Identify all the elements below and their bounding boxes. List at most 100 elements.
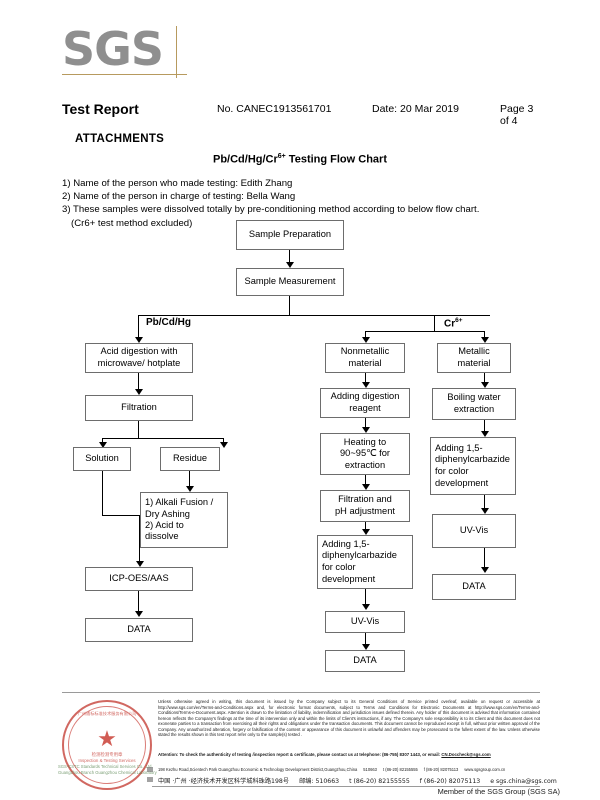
company-seal: 广州通标标准技术服务有限公司 ★ 检测检测专用章 Inspection & Te…: [62, 700, 152, 790]
flow-chart-title-suffix: Testing Flow Chart: [285, 153, 387, 166]
address-line-en: 198 Kezhu Road,Scientech Park Guangzhou …: [158, 767, 540, 772]
arrow-prep-to-measure: [286, 262, 294, 268]
address-cn-tel: t (86-20) 82155555: [349, 778, 410, 785]
flow-node-left-data: DATA: [85, 618, 193, 642]
member-of-group-line: Member of the SGS Group (SGS SA): [437, 787, 560, 796]
seal-caption: 检测检测专用章 Inspection & Testing Services: [64, 752, 150, 763]
connector-left-branch-drop: [138, 315, 140, 339]
connector-heating-to-filtration-ph: [365, 475, 367, 487]
flow-node-alkali-fusion: 1) Alkali Fusion / Dry Ashing 2) Acid to…: [140, 492, 228, 548]
connector-cr6-to-nonmetallic: [365, 331, 367, 339]
connector-uvvis-to-data-right: [484, 548, 486, 570]
arrow-to-nonmetallic: [362, 337, 370, 343]
arrow-to-residue: [220, 442, 228, 448]
arrow-residue-to-alkali: [186, 486, 194, 492]
seal-inner-ring: [68, 706, 146, 784]
note-item-1: 1) Name of the person who made testing: …: [62, 178, 293, 189]
connector-uvvis-to-data-mid: [365, 633, 367, 647]
address-cn-email[interactable]: e sgs.china@sgs.com: [490, 778, 557, 785]
testing-flow-chart: Sample Preparation Sample Measurement Pb…: [73, 220, 516, 672]
branch-label-pb-cd-hg: Pb/Cd/Hg: [146, 317, 191, 328]
note-item-2: 2) Name of the person in charge of testi…: [62, 191, 296, 203]
footer-divider-bottom: [152, 786, 540, 787]
connector-cr6-split-bus: [365, 331, 485, 333]
address-en-zip: 510663: [363, 767, 377, 772]
connector-to-solution: [102, 438, 104, 444]
seal-green-line1: SGS-CSTC Standards Technical Services Co…: [58, 764, 153, 769]
address-marker-cn: [147, 777, 153, 782]
legal-disclaimer: Unless otherwise agreed in writing, this…: [158, 699, 540, 738]
arrow-reagent-to-heating: [362, 427, 370, 433]
flow-node-nonmetallic-material: Nonmetallic material: [325, 343, 405, 373]
connector-dpc-to-uvvis-mid: [365, 589, 367, 607]
flow-node-uv-vis-mid: UV-Vis: [325, 611, 405, 633]
seal-green-caption: SGS-CSTC Standards Technical Services Co…: [58, 764, 178, 776]
notes-list: 1) Name of the person who made testing: …: [62, 177, 479, 230]
flow-node-metallic-material: Metallic material: [437, 343, 511, 373]
connector-metallic-to-boiling: [484, 373, 486, 385]
flow-node-heating-extraction: Heating to 90~95℃ for extraction: [320, 433, 410, 475]
attachments-heading: ATTACHMENTS: [75, 133, 165, 145]
note-item-4: (Cr6+ test method excluded): [71, 217, 193, 229]
flow-node-sample-measurement: Sample Measurement: [236, 268, 344, 296]
branch-label-cr6-superscript: 6+: [455, 317, 463, 324]
flow-chart-title: Pb/Cd/Hg/Cr6+ Testing Flow Chart: [0, 153, 600, 166]
connector-reagent-to-heating: [365, 418, 367, 430]
connector-filtration-split-bus: [102, 438, 224, 440]
address-marker-en: [147, 767, 153, 772]
flow-node-sample-preparation: Sample Preparation: [236, 220, 344, 250]
connector-solution-down: [102, 471, 104, 516]
connector-dpc-to-uvvis-right: [484, 495, 486, 511]
arrow-icp-to-data: [135, 611, 143, 617]
flow-node-middle-data: DATA: [325, 650, 405, 672]
logo-vertical-rule: [176, 26, 177, 78]
arrow-dpc-to-uvvis-mid: [362, 604, 370, 610]
connector-residue-to-alkali: [189, 471, 191, 488]
connector-icp-to-data: [138, 591, 140, 613]
page-indicator: Page 3 of 4: [500, 103, 534, 127]
arrow-merge-to-icp: [136, 561, 144, 567]
arrow-filtration-ph-to-dpc: [362, 529, 370, 535]
authenticity-notice-text: Attention: To check the authenticity of …: [158, 752, 442, 757]
flow-node-icp-oes-aas: ICP-OES/AAS: [85, 567, 193, 591]
connector-to-residue: [223, 438, 225, 444]
arrow-metallic-to-boiling: [481, 382, 489, 388]
address-cn-zip: 邮编: 510663: [299, 778, 340, 785]
flow-chart-title-superscript: 6+: [277, 153, 286, 160]
seal-company-name: 广州通标标准技术服务有限公司: [77, 711, 137, 716]
flow-node-acid-digestion: Acid digestion with microwave/ hotplate: [85, 343, 193, 373]
branch-label-cr6-prefix: Cr: [444, 318, 456, 330]
arrow-left-branch: [135, 337, 143, 343]
flow-node-right-data: DATA: [432, 574, 516, 600]
connector-prep-to-measure: [289, 250, 291, 264]
connector-acid-to-filtration: [138, 373, 140, 391]
flow-node-filtration-ph: Filtration and pH adjustment: [320, 490, 410, 522]
doccheck-email-link[interactable]: CN.Doccheck@sgs.com: [441, 752, 491, 757]
address-en-fax: f (86-20) 82075113: [423, 767, 459, 772]
address-en-tel: t (86-20) 82155555: [382, 767, 418, 772]
arrow-to-solution: [99, 442, 107, 448]
report-header-row: Test Report No. CANEC1913561701 Date: 20…: [62, 101, 542, 127]
connector-merge-to-icp: [139, 515, 141, 563]
address-cn-fax: f (86-20) 82075113: [419, 778, 481, 785]
seal-green-line2: Guangzhou Branch Guangzhou Chemical Labo…: [58, 770, 157, 775]
logo-horizontal-rule: [62, 74, 187, 75]
connector-filtration-ph-to-dpc: [365, 522, 367, 532]
page-title: Test Report: [62, 101, 139, 117]
address-en-website[interactable]: www.sgsgroup.com.cn: [464, 767, 506, 772]
arrow-acid-to-filtration: [135, 389, 143, 395]
flow-node-adding-digestion-reagent: Adding digestion reagent: [320, 388, 410, 418]
report-number: No. CANEC1913561701: [217, 103, 332, 115]
address-line-cn: 中国 ·广州 ·经济技术开发区科学城科珠路198号 邮编: 510663 t (86…: [158, 776, 557, 785]
arrow-nonmetallic-to-reagent: [362, 382, 370, 388]
flow-node-adding-dpc-mid: Adding 1,5- diphenylcarbazide for color …: [317, 535, 413, 589]
flow-node-uv-vis-right: UV-Vis: [432, 514, 516, 548]
arrow-uvvis-to-data-right: [481, 567, 489, 573]
address-cn-text: 中国 ·广州 ·经济技术开发区科学城科珠路198号: [158, 778, 290, 785]
arrow-boiling-to-dpc: [481, 431, 489, 437]
connector-main-split-bus: [138, 315, 490, 317]
flow-node-residue: Residue: [160, 447, 220, 471]
arrow-to-metallic: [481, 337, 489, 343]
connector-filtration-down: [138, 421, 140, 439]
